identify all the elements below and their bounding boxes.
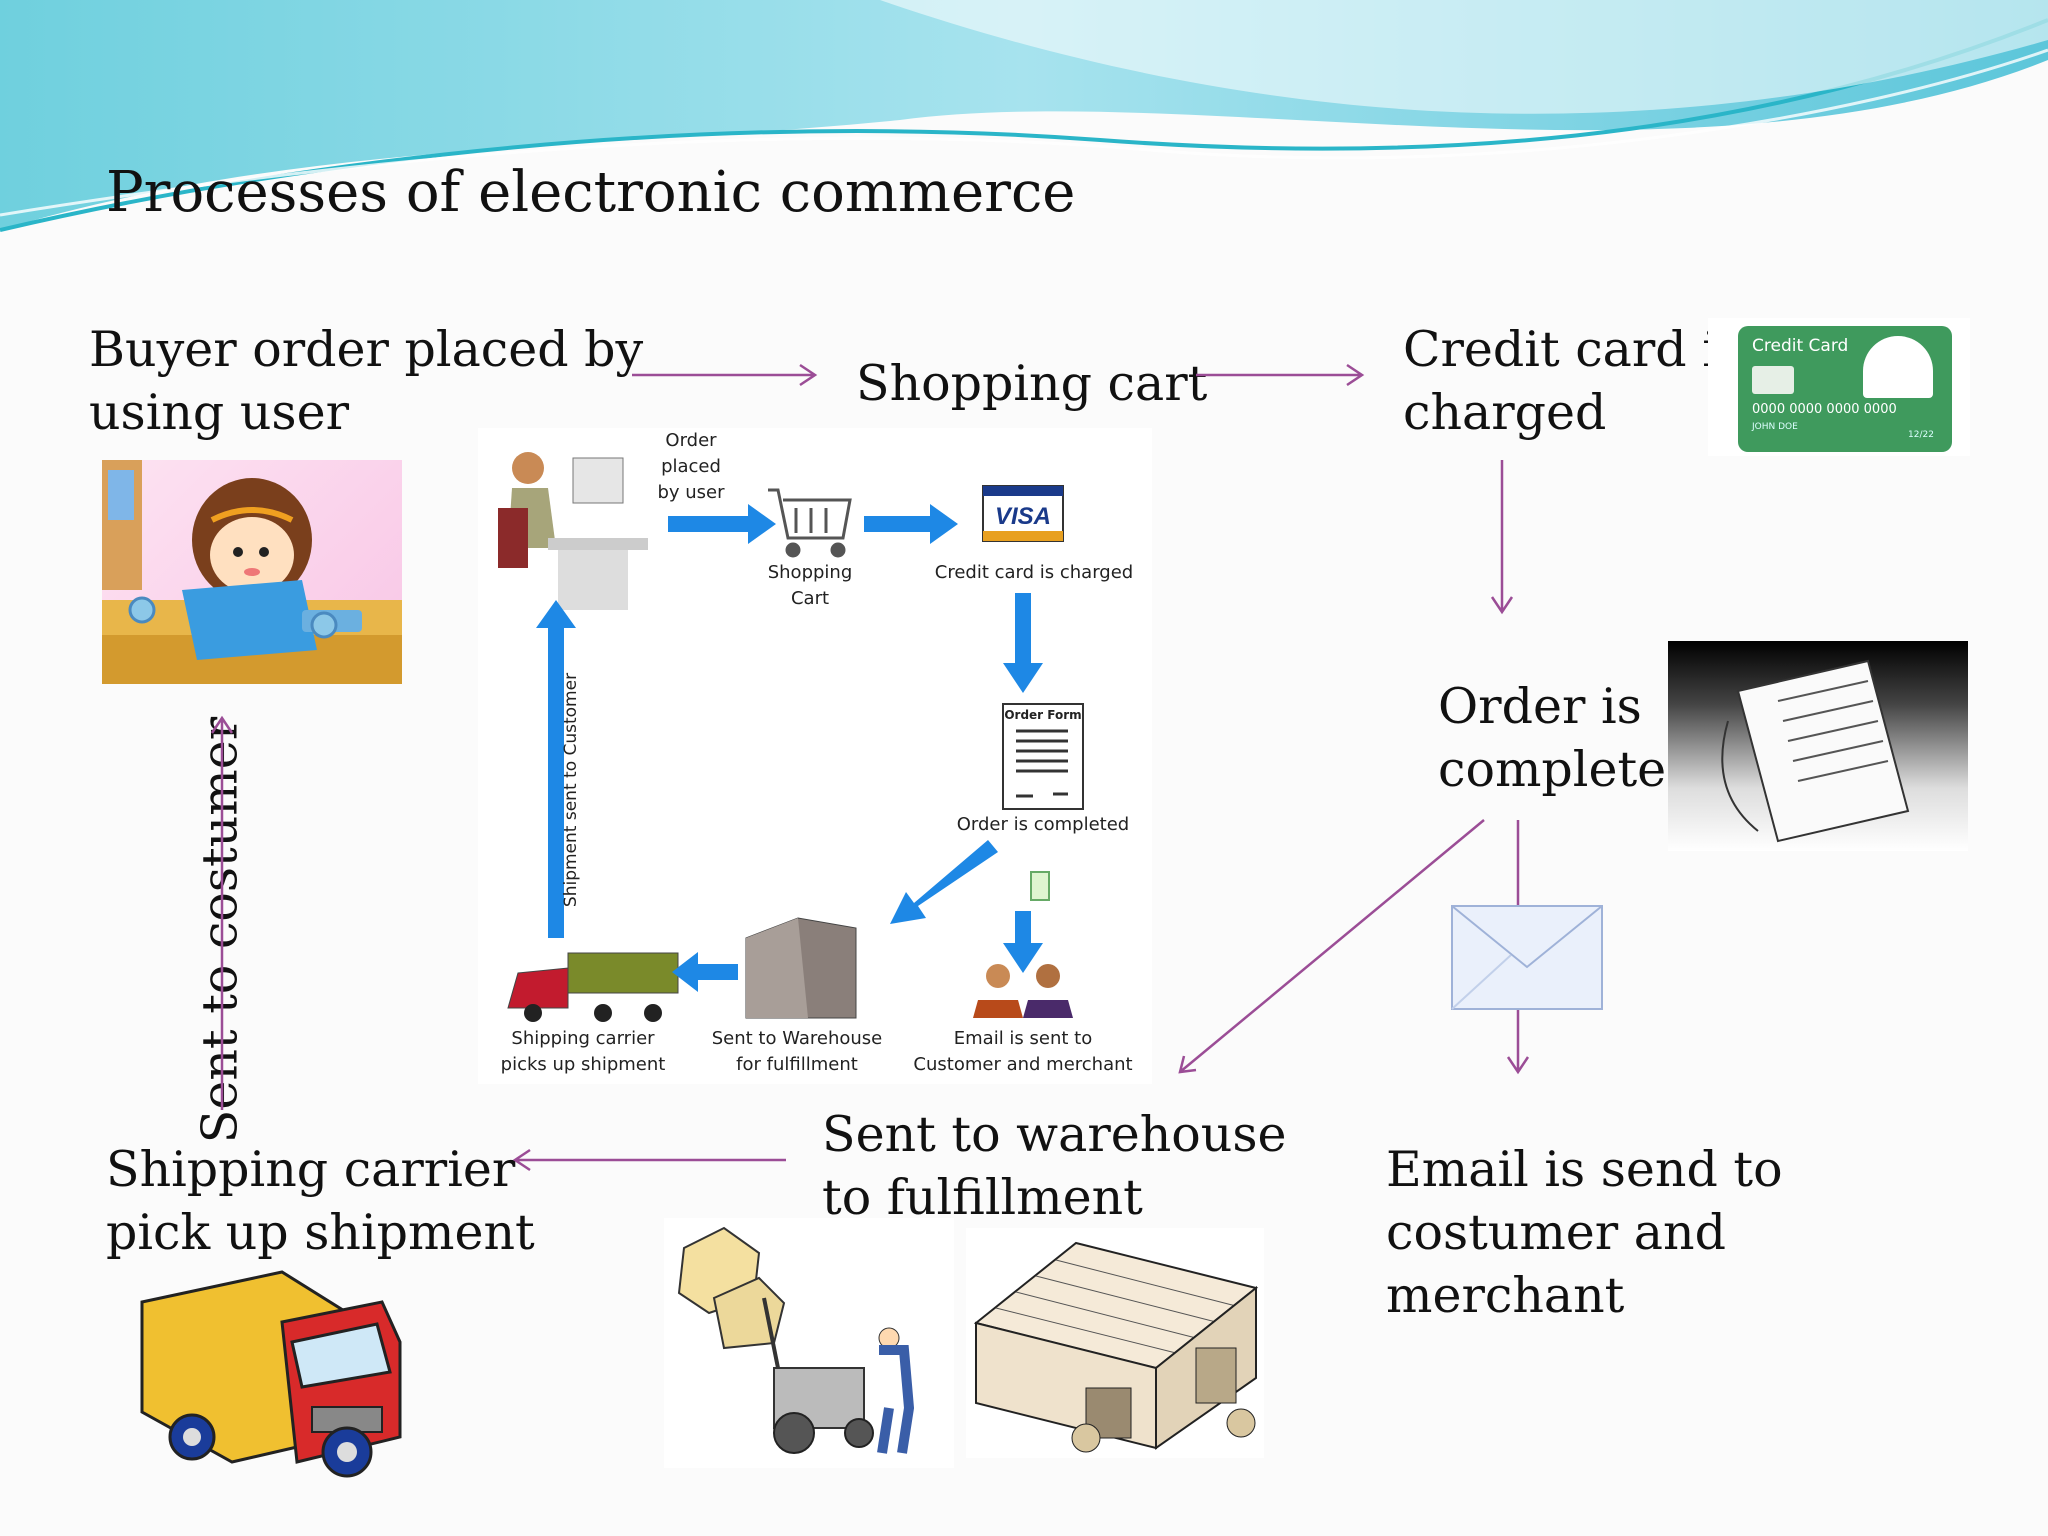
slide-title: Processes of electronic commerce <box>106 160 1076 225</box>
blue-arrow-user-to-cart <box>668 504 776 544</box>
blue-arrow-truck-to-user <box>536 600 576 938</box>
order-form-header: Order Form <box>1004 708 1081 722</box>
inner-label-email: Email is sent to Customer and merchant <box>913 1028 1133 1075</box>
inner-label-order-placed: Order placed by user <box>657 430 725 503</box>
warehouse-image <box>966 1228 1264 1458</box>
blue-arrow-warehouse-to-truck <box>672 952 738 992</box>
visa-logo: VISA <box>995 503 1051 530</box>
truck-image <box>132 1262 404 1482</box>
inner-label-warehouse: Sent to Warehouse for fulfillment <box>711 1028 883 1075</box>
shopping-list-image <box>1668 641 1968 851</box>
order-form-icon <box>1002 703 1084 810</box>
blue-arrow-form-to-email <box>1003 911 1043 973</box>
step-shopping-cart: Shopping cart <box>856 355 1208 412</box>
arrow-shipping-to-user <box>210 715 234 1110</box>
blue-arrow-form-to-warehouse <box>890 840 998 924</box>
step-email-sent: Email is send to costumer and merchant <box>1386 1141 1783 1324</box>
card-expiry: 12/22 <box>1908 430 1934 440</box>
card-number: 0000 0000 0000 0000 <box>1752 402 1897 417</box>
step-shipping: Shipping carrier pick up shipment <box>106 1141 535 1261</box>
visa-card-icon <box>982 485 1064 542</box>
blue-arrow-cart-to-card <box>864 504 958 544</box>
arrow-cart-to-card <box>1196 363 1365 387</box>
inner-label-shipping: Shipping carrier picks up shipment <box>500 1028 666 1075</box>
mini-truck-icon <box>507 952 679 1022</box>
envelope-icon <box>1451 905 1603 1010</box>
mini-envelope-icon <box>1030 871 1050 901</box>
step-buyer-order: Buyer order placed by using user <box>89 321 644 441</box>
shopping-cart-icon <box>768 488 852 558</box>
card-holder: JOHN DOE <box>1752 422 1798 432</box>
credit-card-image: Credit Card 0000 0000 0000 0000 JOHN DOE… <box>1708 318 1970 456</box>
inner-diagram-graphics: VISA Order Form <box>498 452 1084 1022</box>
inner-label-order-completed: Order is completed <box>956 814 1130 835</box>
blue-arrow-card-to-form <box>1003 593 1043 693</box>
step-warehouse: Sent to warehouse to fulfillment <box>822 1106 1287 1226</box>
inner-label-shopping-cart: Shopping Cart <box>767 562 853 609</box>
step-order-complete: Order is complete <box>1438 678 1667 798</box>
inner-blue-arrows <box>536 504 1043 992</box>
forklift-image <box>664 1218 954 1468</box>
card-label: Credit Card <box>1752 336 1849 356</box>
arrow-warehouse-to-shipping <box>512 1148 786 1172</box>
inner-process-diagram: VISA Order Form <box>478 428 1152 1084</box>
arrow-card-to-order <box>1490 460 1514 615</box>
user-at-desk-icon <box>498 452 648 610</box>
header-wave <box>0 0 2048 232</box>
user-computer-image <box>102 460 402 684</box>
customer-and-merchant-icon <box>973 964 1073 1018</box>
arrow-buyer-to-cart <box>632 363 818 387</box>
arrow-order-to-warehouse <box>1178 819 1485 1074</box>
inner-label-shipment-sent: Shipment sent to Customer <box>561 672 581 908</box>
inner-label-credit-card: Credit card is charged <box>934 562 1134 583</box>
mini-warehouse-icon <box>745 917 857 1019</box>
